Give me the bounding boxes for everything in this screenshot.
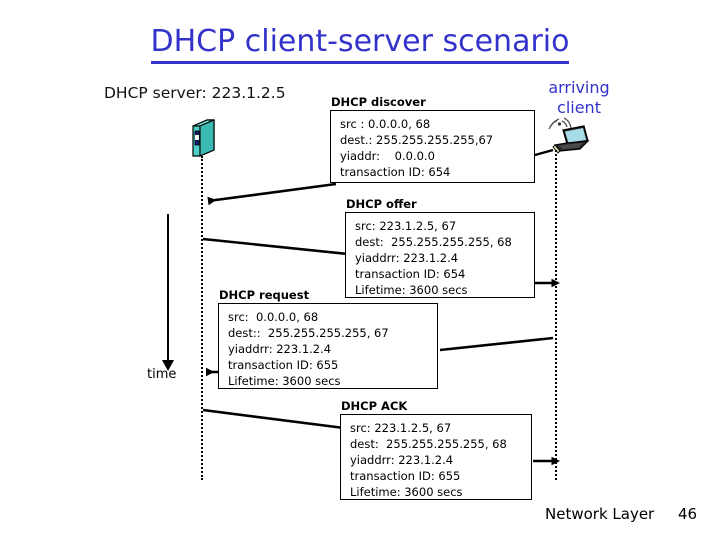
message-box-discover: src : 0.0.0.0, 68 dest.: 255.255.255.255…: [330, 110, 535, 183]
arrow-offer-stub: [202, 237, 349, 256]
time-arrow-shaft: [167, 214, 169, 362]
time-arrow-head: [162, 360, 174, 371]
arrow-ack-stub: [202, 408, 345, 430]
message-field: dest:: 255.255.255.255, 67: [228, 326, 389, 340]
message-field: dest.: 255.255.255.255,67: [340, 133, 494, 147]
server-label: DHCP server: 223.1.2.5: [104, 84, 286, 102]
message-box-request: src: 0.0.0.0, 68 dest:: 255.255.255.255,…: [218, 303, 438, 389]
message-field: src : 0.0.0.0, 68: [340, 117, 431, 131]
message-field: src: 223.1.2.5, 67: [355, 219, 457, 233]
arrow-request-stub: [439, 336, 554, 352]
message-title-request: DHCP request: [219, 288, 310, 302]
message-field: yiaddr: 0.0.0.0: [340, 149, 435, 163]
message-field: dest: 255.255.255.255, 68: [355, 235, 512, 249]
message-field: transaction ID: 655: [350, 469, 461, 483]
message-field: Lifetime: 3600 secs: [355, 283, 468, 297]
arrow-discover: [207, 182, 337, 206]
message-field: transaction ID: 654: [340, 165, 451, 179]
footer-page-number: 46: [678, 505, 698, 523]
message-field: dest: 255.255.255.255, 68: [350, 437, 507, 451]
message-title-ack: DHCP ACK: [341, 399, 408, 413]
message-field: yiaddrr: 223.1.2.4: [350, 453, 454, 467]
server-lifeline: [201, 156, 203, 480]
message-field: transaction ID: 655: [228, 358, 339, 372]
client-lifeline: [555, 150, 557, 480]
message-field: src: 0.0.0.0, 68: [228, 310, 319, 324]
message-box-ack: src: 223.1.2.5, 67 dest: 255.255.255.255…: [340, 414, 532, 500]
message-title-offer: DHCP offer: [346, 197, 417, 211]
message-field: Lifetime: 3600 secs: [228, 374, 341, 388]
message-field: yiaddrr: 223.1.2.4: [355, 251, 459, 265]
page-title: DHCP client-server scenario: [0, 24, 720, 64]
client-label: arriving client: [548, 78, 610, 117]
footer-chapter: Network Layer: [545, 505, 655, 523]
message-field: yiaddrr: 223.1.2.4: [228, 342, 332, 356]
message-field: transaction ID: 654: [355, 267, 466, 281]
laptop-wireless-icon: [548, 117, 590, 154]
message-field: src: 223.1.2.5, 67: [350, 421, 452, 435]
server-icon: [192, 119, 215, 157]
message-box-offer: src: 223.1.2.5, 67 dest: 255.255.255.255…: [345, 212, 535, 298]
page-title-text: DHCP client-server scenario: [150, 24, 570, 64]
message-title-discover: DHCP discover: [331, 95, 426, 109]
message-field: Lifetime: 3600 secs: [350, 485, 463, 499]
